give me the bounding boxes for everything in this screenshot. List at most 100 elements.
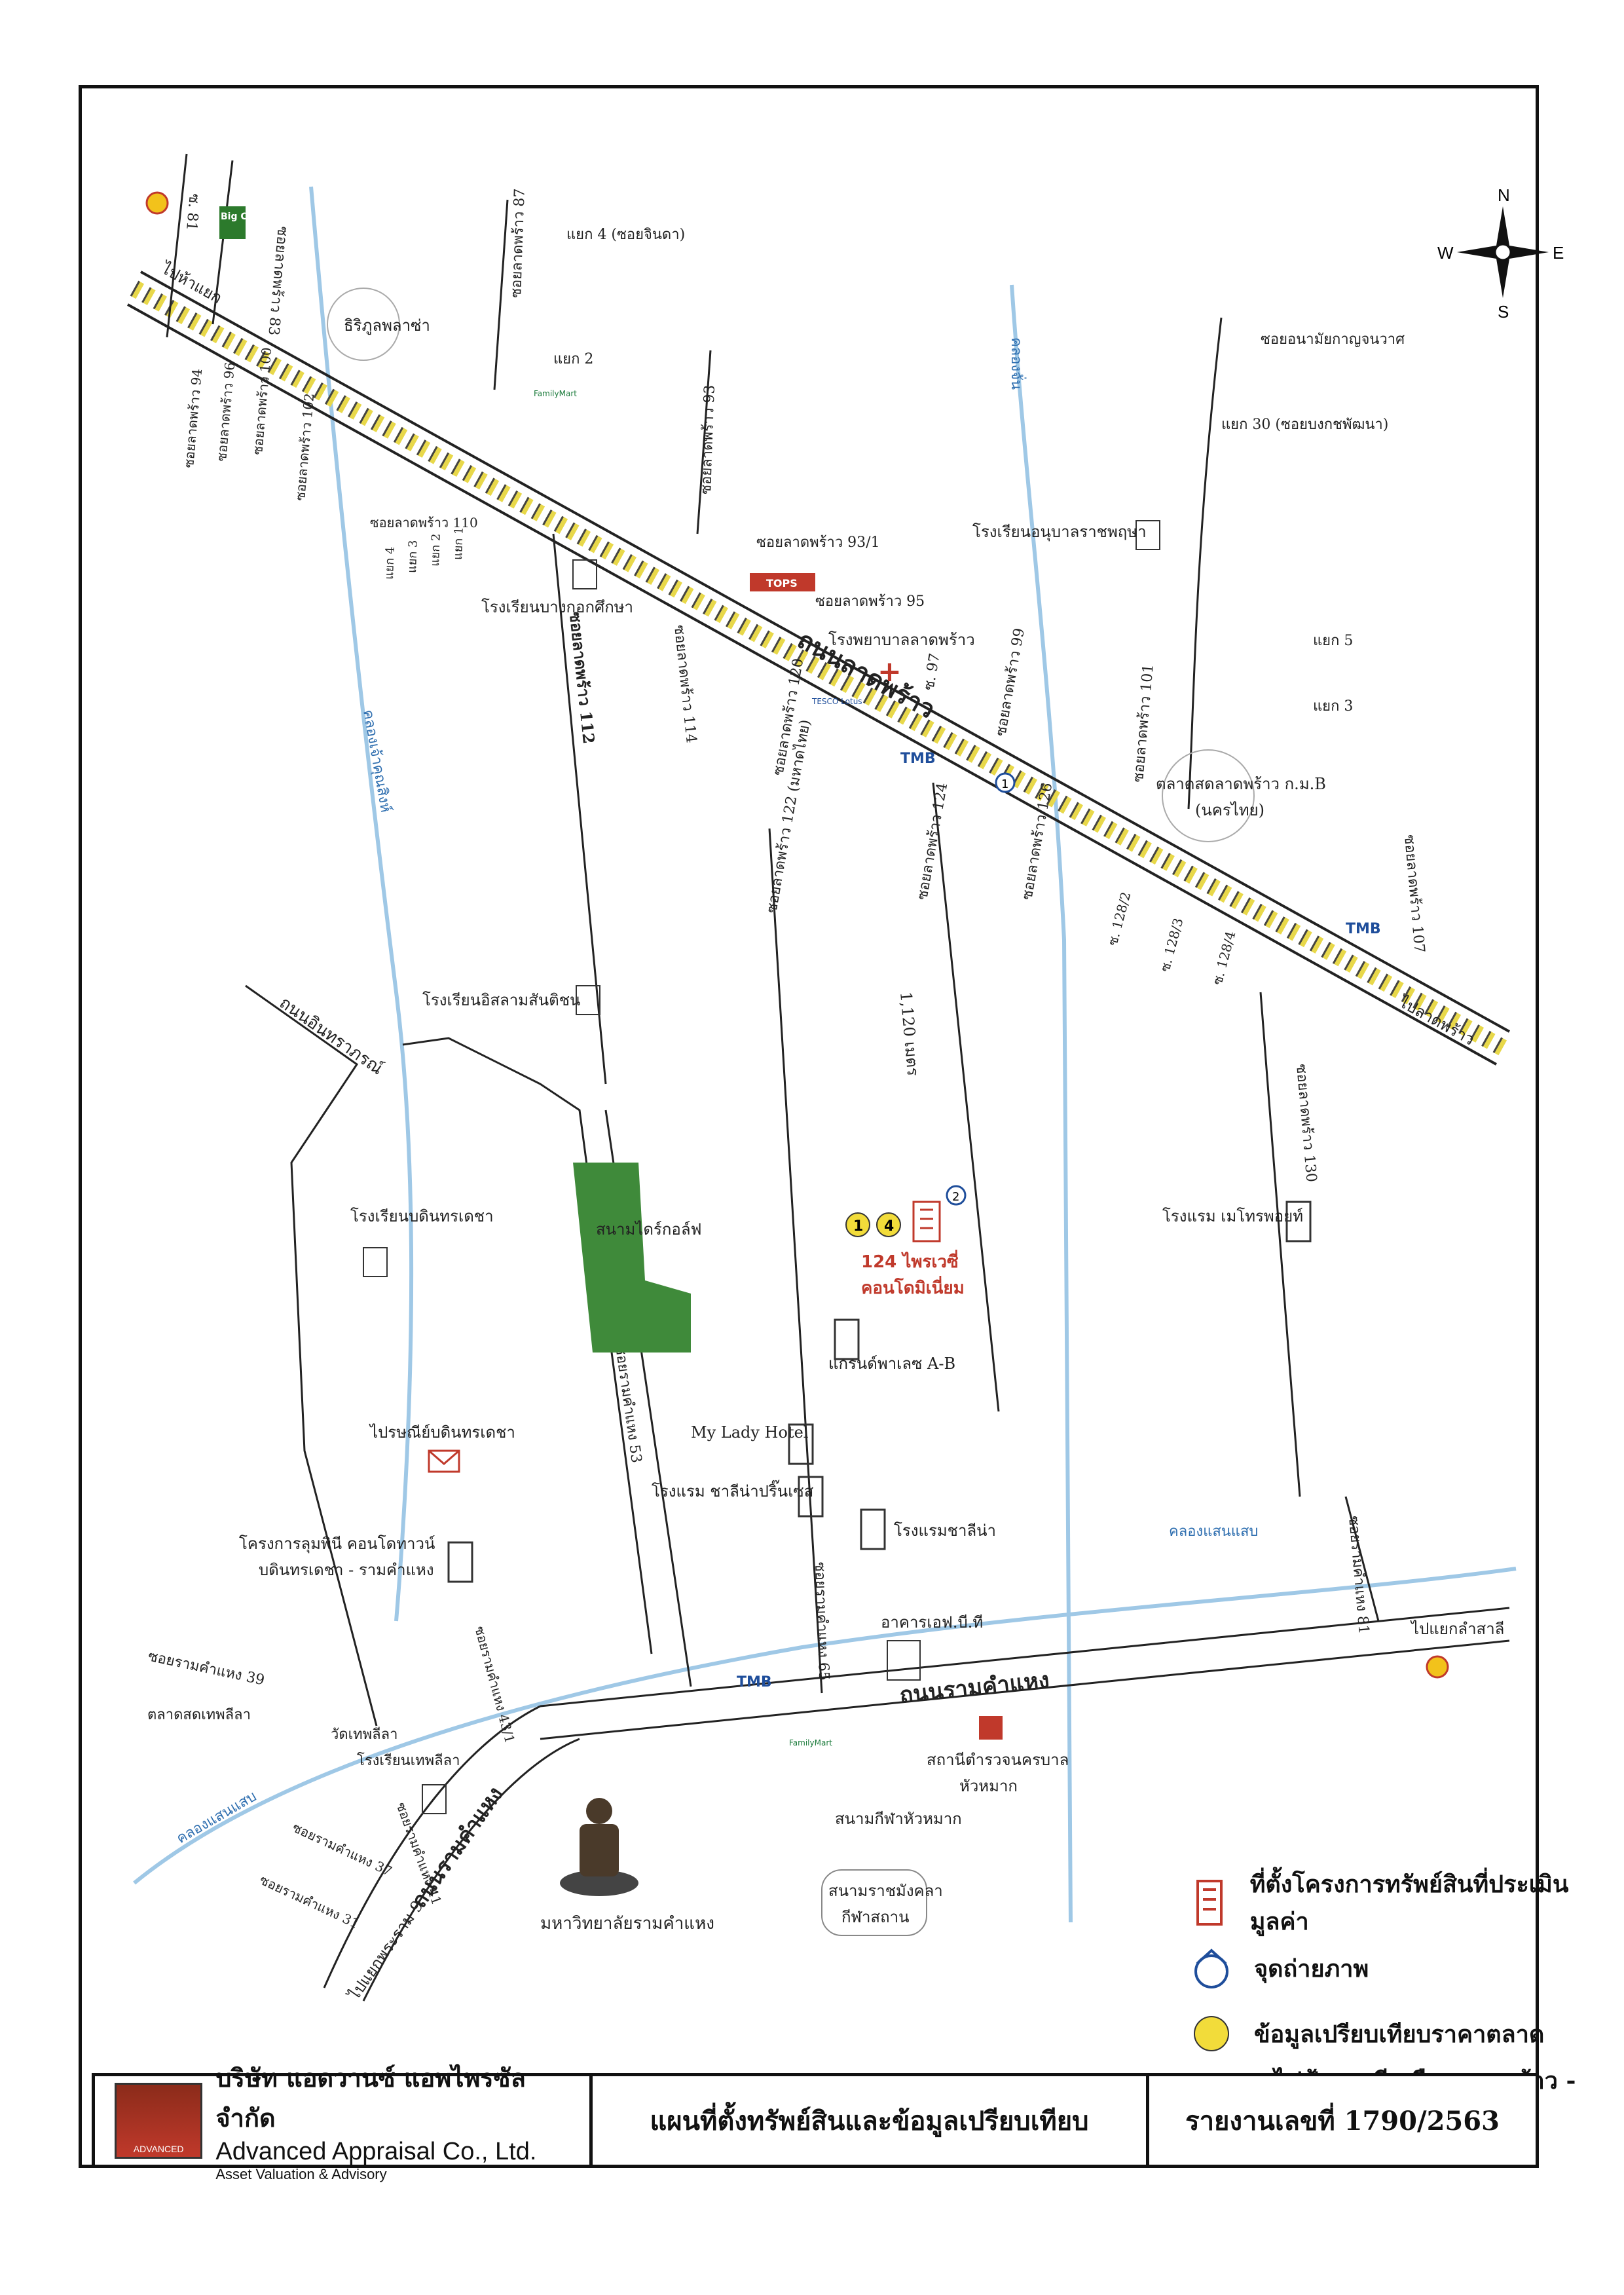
road-to-rama9: ไปแยกพระราม 9: [344, 1897, 427, 2005]
my-lady: My Lady Hotel: [691, 1423, 808, 1442]
police: สถานีตำรวจนครบาล: [927, 1751, 1069, 1769]
kmb-market: ตลาดสดลาดพร้าว ก.ม.B: [1156, 775, 1326, 793]
subject-building-icon: [912, 1201, 941, 1242]
ramkhamhaeng-edge2: [540, 1639, 1510, 1740]
report-number: รายงานเลขที่ 1790/2563: [1185, 2105, 1500, 2136]
title-block: ADVANCED บริษัท แอดวานซ์ แอพไพรซัล จำกัด…: [92, 2063, 1539, 2182]
company-subtitle: Asset Valuation & Advisory: [215, 2166, 387, 2182]
canal-saensaep: [133, 1567, 1517, 1885]
compare-marker-4[interactable]: [876, 1212, 901, 1237]
legend-compare-label: ข้อมูลเปรียบเทียบราคาตลาด: [1254, 2020, 1545, 2048]
yaek4-label: แยก 4: [382, 546, 397, 580]
legend-row-subject: ที่ตั้งโครงการทรัพย์สินที่ประเมินมูลค่า: [1182, 1870, 1601, 1935]
school-flag-icon-5: [422, 1784, 447, 1814]
hospital-icon: +: [877, 655, 902, 688]
s83b-road: [212, 160, 234, 325]
ramkhamhaeng-label: ถนนรามคำแหง: [898, 1667, 1051, 1709]
anuban-school: โรงเรียนอนุบาลราชพฤษา: [972, 523, 1147, 542]
compass-center: [1494, 243, 1512, 261]
yaek3-r-label: แยก 3: [1313, 698, 1353, 715]
s87-road: [493, 199, 509, 390]
s100-label: ซอยลาดพร้าว 100: [249, 346, 274, 455]
ram81-road: [1344, 1496, 1380, 1622]
s93-label: ซอยลาดพร้าว 93: [698, 384, 718, 494]
ramkhamhaeng-lower-edge1: [323, 1705, 541, 1988]
compare-marker-1-label: 1: [853, 1218, 863, 1235]
location-map: คลองจั่น คลองเจ้าคุณสิงห์ คลองแสนแสบ คลอ…: [127, 153, 1517, 2005]
s102-label: ซอยลาดพร้าว 102: [292, 392, 317, 501]
s128-2-label: ซ. 128/2: [1105, 890, 1134, 947]
chalina: โรงแรมชาลีน่า: [894, 1521, 996, 1540]
s95-label: ซอยลาดพร้าว 95: [815, 593, 925, 610]
ram-university-statue: [560, 1798, 638, 1896]
legend-photo-label: จุดถ่ายภาพ: [1254, 1954, 1369, 1983]
rajamangala-2: กีฬาสถาน: [841, 1908, 909, 1926]
kmb-market-circle: [1162, 749, 1255, 842]
s126-label: ซอยลาดพร้าว 126: [1019, 781, 1056, 901]
legend-row-compare: ข้อมูลเปรียบเทียบราคาตลาด: [1182, 2001, 1601, 2066]
tops-label: TOPS: [766, 577, 798, 589]
fbt-building: [887, 1640, 921, 1681]
compass-rose: N S E W: [1437, 187, 1564, 322]
intharaporn-road: [245, 984, 378, 1726]
chalina-princess: โรงแรม ชาลีน่าปริ๊นเซส: [652, 1480, 814, 1501]
yaek2-label: แยก 2: [553, 351, 593, 367]
compass-north: N: [1498, 187, 1510, 205]
company-logo: ADVANCED: [115, 2082, 203, 2159]
yaek1-label: แยก 1: [451, 527, 466, 560]
ram65-label: ซอยรามคำแหง 65: [811, 1561, 832, 1681]
subject-label-1: 124 ไพรเวซี่: [861, 1249, 959, 1272]
police-icon: [979, 1716, 1003, 1740]
compare-marker-1[interactable]: [845, 1212, 870, 1237]
family-mart-logo-1: FamilyMart: [534, 389, 577, 398]
compass-west: W: [1437, 243, 1454, 263]
legend-subject-label: ที่ตั้งโครงการทรัพย์สินที่ประเมินมูลค่า: [1249, 1871, 1569, 1935]
s112-road: [552, 533, 607, 1085]
photo-point-1-label: 1: [1001, 777, 1008, 791]
lumpini-2: บดินทรเดชา - รามคำแหง: [259, 1561, 434, 1579]
legend-row-photo: จุดถ่ายภาพ: [1182, 1935, 1601, 2001]
tops-logo: [750, 573, 815, 591]
anamai-label: ซอยอนามัยกาญจนวาศ: [1261, 331, 1405, 348]
shell-icon-right: [1426, 1655, 1449, 1679]
grand-palace: แกรนด์พาเลซ A-B: [828, 1354, 955, 1373]
ram39-label: ซอยรามคำแหง 39: [147, 1648, 266, 1689]
compare-marker-4-label: 4: [884, 1218, 894, 1235]
school-flag-icon-3: [576, 985, 600, 1015]
s107-label: ซอยลาดพร้าว 107: [1401, 834, 1428, 954]
canal-label-3: คลองแสนแสบ: [1169, 1523, 1258, 1540]
photo-point-1[interactable]: [995, 772, 1016, 793]
company-logo-text: ADVANCED: [133, 2143, 184, 2154]
photo-point-2[interactable]: [946, 1185, 967, 1206]
ladprao-road-edge1: [140, 271, 1510, 1033]
photo-point-2-label: 2: [952, 1190, 959, 1204]
ram37-label: ซอยรามคำแหง 37: [290, 1819, 394, 1879]
canal-jan: [1010, 284, 1073, 1923]
subject-label-2: คอนโดมิเนี่ยม: [861, 1275, 965, 1298]
intharaporn-label: ถนนอินทราภรณ์: [276, 993, 386, 1079]
s94-label: ซอยลาดพร้าว 94: [181, 368, 205, 468]
tmb-logo-1: TMB: [900, 751, 936, 767]
compass-south: S: [1498, 302, 1509, 322]
s93-road: [696, 350, 712, 534]
big-c-label: Big C: [221, 212, 248, 222]
thep-market: ตลาดสดเทพลีลา: [147, 1707, 251, 1723]
big-c-logo: [219, 206, 246, 239]
ramkhamhaeng-lower-edge2: [362, 1738, 580, 2002]
company-cell: ADVANCED บริษัท แอดวานซ์ แอพไพรซัล จำกัด…: [95, 2063, 593, 2182]
s99-label: ซอยลาดพร้าว 99: [993, 627, 1028, 737]
ladprao-hospital: โรงพยาบาลลาดพร้าว: [828, 631, 975, 649]
company-name-en: Advanced Appraisal Co., Ltd.: [215, 2138, 537, 2165]
skytrain-line: [130, 280, 1507, 1056]
s83-road: [166, 153, 188, 338]
yaek2b-label: แยก 2: [428, 533, 443, 567]
school-flag-icon-1: [572, 559, 597, 589]
tesco-logo: TESCO Lotus: [811, 697, 862, 706]
shell-icon-top: [145, 191, 169, 215]
lumpini: โครงการลุมพินี คอนโดทาวน์: [239, 1535, 435, 1554]
s93-1-label: ซอยลาดพร้าว 93/1: [756, 534, 880, 551]
siri-plaza-circle: [327, 288, 400, 361]
yaek4-top-label: แยก 4 (ซอยจินดา): [566, 227, 685, 243]
s87-label: ซอยลาดพร้าว 87: [508, 188, 528, 298]
ram31-label: ซอยรามคำแหง 31: [257, 1872, 361, 1931]
